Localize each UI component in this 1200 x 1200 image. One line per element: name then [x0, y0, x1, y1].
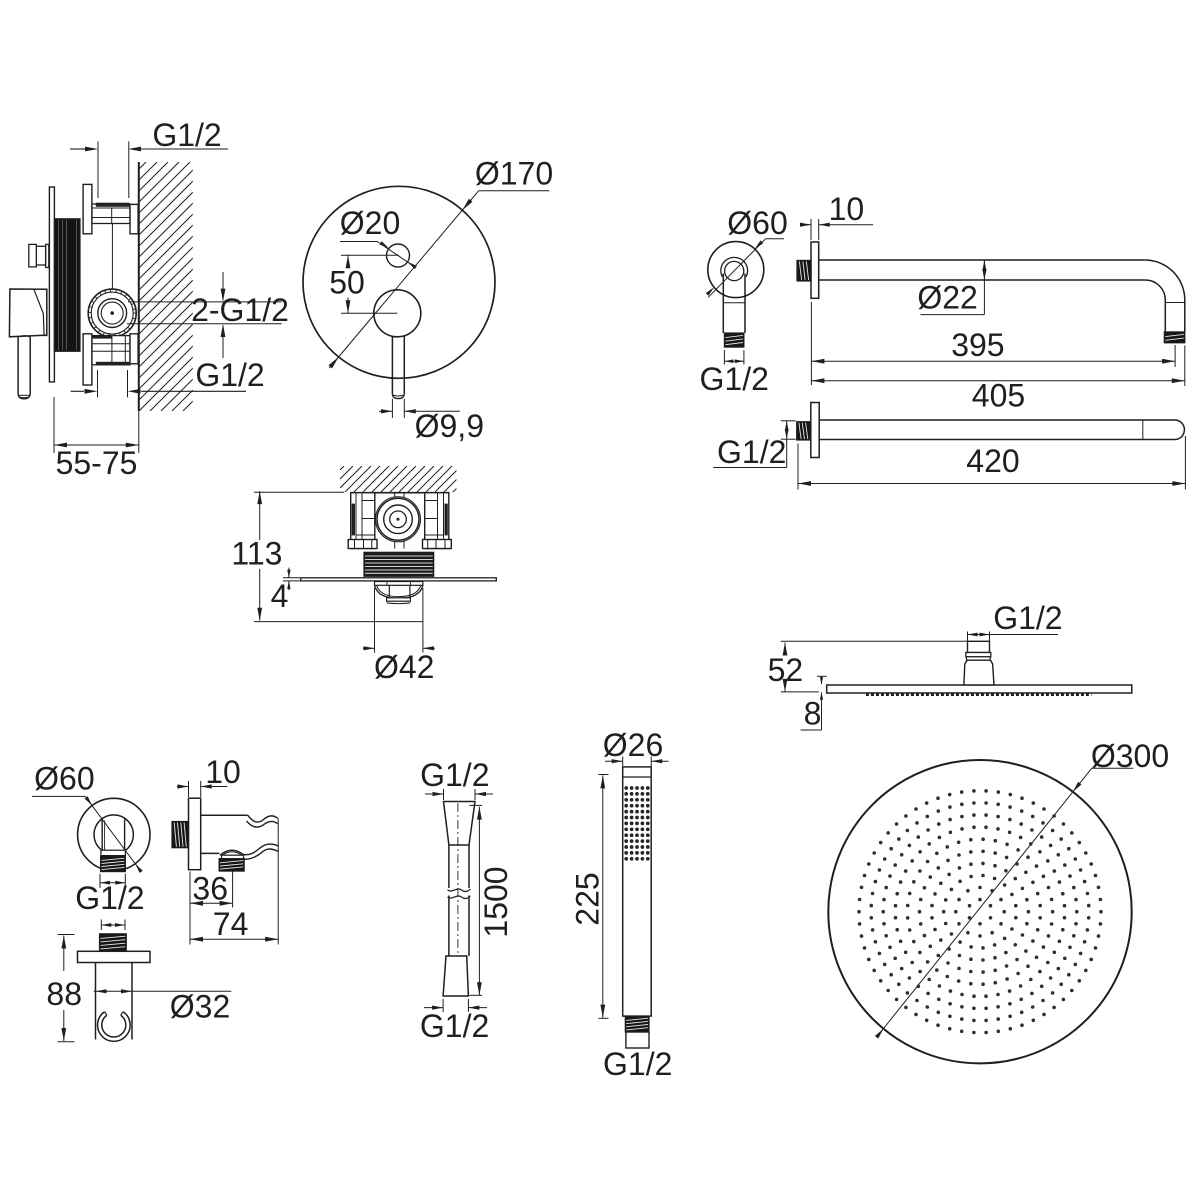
svg-text:G1/2: G1/2: [717, 434, 786, 470]
svg-text:10: 10: [829, 191, 865, 227]
svg-text:Ø22: Ø22: [917, 280, 977, 316]
svg-text:G1/2: G1/2: [993, 600, 1062, 636]
svg-text:113: 113: [231, 536, 282, 572]
svg-text:88: 88: [46, 976, 82, 1012]
svg-text:8: 8: [804, 696, 822, 732]
svg-text:G1/2: G1/2: [195, 357, 264, 393]
svg-text:4: 4: [271, 578, 289, 614]
svg-text:225: 225: [570, 872, 606, 925]
svg-text:Ø9,9: Ø9,9: [415, 408, 484, 444]
svg-text:10: 10: [205, 754, 241, 790]
svg-text:36: 36: [192, 871, 228, 907]
svg-text:395: 395: [951, 327, 1004, 363]
svg-text:G1/2: G1/2: [152, 117, 221, 153]
svg-text:1500: 1500: [478, 866, 514, 937]
svg-text:G1/2: G1/2: [75, 880, 144, 916]
svg-text:405: 405: [972, 378, 1025, 414]
svg-text:G1/2: G1/2: [420, 1008, 489, 1044]
svg-text:G1/2: G1/2: [603, 1046, 672, 1082]
svg-text:G1/2: G1/2: [420, 757, 489, 793]
svg-text:Ø20: Ø20: [340, 205, 400, 241]
svg-text:Ø32: Ø32: [170, 989, 230, 1025]
svg-text:Ø42: Ø42: [374, 649, 434, 685]
svg-text:50: 50: [329, 265, 365, 301]
svg-text:2-G1/2: 2-G1/2: [191, 292, 289, 328]
svg-text:Ø26: Ø26: [603, 727, 663, 763]
svg-text:Ø60: Ø60: [727, 205, 787, 241]
svg-text:Ø170: Ø170: [475, 156, 553, 192]
svg-text:52: 52: [768, 652, 804, 688]
svg-text:G1/2: G1/2: [700, 361, 769, 397]
svg-text:74: 74: [213, 906, 249, 942]
svg-text:55-75: 55-75: [56, 445, 138, 481]
svg-text:420: 420: [966, 443, 1019, 479]
svg-text:Ø60: Ø60: [34, 761, 94, 797]
